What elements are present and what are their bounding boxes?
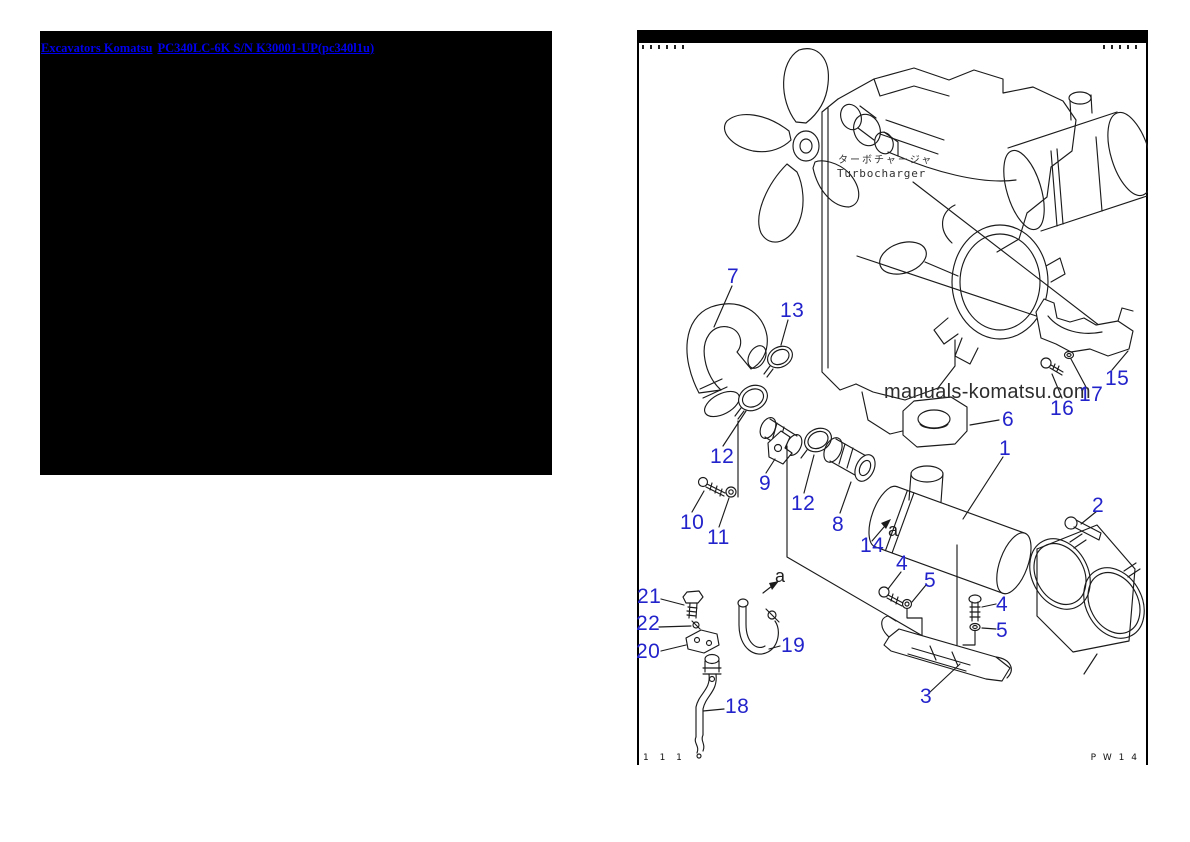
ref-letter-a-bottom: a <box>775 566 786 586</box>
view-a-arrow-mid <box>871 519 891 542</box>
callout-17: 17 <box>1079 383 1104 406</box>
part-4-bolt-right <box>968 594 997 622</box>
callout-12-lower: 12 <box>791 492 816 515</box>
page-mark-left: 1 1 1 <box>643 753 686 763</box>
ref-letter-a-mid: a <box>888 520 899 540</box>
callout-2: 2 <box>1092 494 1105 517</box>
muffler <box>1003 91 1148 232</box>
top-left-tick-marks <box>642 45 686 49</box>
part-9-bracket <box>765 430 793 474</box>
part-4-bolt-left <box>878 571 904 607</box>
callout-20: 20 <box>636 640 661 663</box>
breadcrumb: Excavators Komatsu PC340LC-6K S/N K30001-… <box>41 41 379 56</box>
callout-5-left: 5 <box>924 569 937 592</box>
part-1-air-cleaner <box>868 456 1032 656</box>
cooling-fan <box>724 48 860 243</box>
callout-8: 8 <box>832 513 845 536</box>
part-7-elbow-hose <box>686 285 768 418</box>
callout-16: 16 <box>1050 397 1075 420</box>
part-21-bolt <box>660 590 704 619</box>
part-11-washer <box>718 486 737 528</box>
engine-block <box>821 67 1077 435</box>
diagram-left-border <box>637 43 639 765</box>
part-19-tube <box>737 598 781 655</box>
left-black-panel: Excavators Komatsu PC340LC-6K S/N K30001-… <box>40 31 552 475</box>
callout-4-right: 4 <box>996 593 1009 616</box>
part-10-bolt <box>691 476 726 513</box>
part-22-clip <box>658 620 701 630</box>
callout-3: 3 <box>920 685 933 708</box>
callout-18: 18 <box>725 695 750 718</box>
part-6-mount-block <box>902 396 1000 448</box>
part-12-clamp-lower <box>800 427 832 494</box>
turbocharger-label-jp: ターボチャージャ <box>838 155 934 166</box>
top-right-tick-marks <box>1103 45 1141 49</box>
diagram-top-bar <box>637 30 1148 43</box>
engine-parts-drawing <box>658 48 1148 759</box>
part-5-washer-left <box>901 584 927 639</box>
part-3-bracket <box>881 615 1012 694</box>
callout-22: 22 <box>636 612 661 635</box>
part-12-clamp-upper <box>722 384 768 447</box>
part-20-bracket <box>660 629 720 654</box>
part-13-clamp <box>763 319 793 378</box>
breadcrumb-link-model-serial[interactable]: PC340LC-6K S/N K30001-UP(pc340l1u) <box>157 41 375 55</box>
part-17-bolt <box>1040 357 1087 388</box>
part-16-washer <box>1051 350 1075 399</box>
callout-11: 11 <box>707 526 730 549</box>
callout-7: 7 <box>727 265 740 288</box>
page-mark-right: P W 1 4 <box>1090 753 1139 763</box>
turbocharger <box>840 103 1017 182</box>
breadcrumb-link-excavators-komatsu[interactable]: Excavators Komatsu <box>41 41 153 55</box>
part-18-hose <box>694 673 725 759</box>
callout-19: 19 <box>781 634 806 657</box>
callout-6: 6 <box>1002 408 1015 431</box>
callout-14: 14 <box>860 534 885 557</box>
callout-15: 15 <box>1105 367 1130 390</box>
callout-21: 21 <box>637 585 662 608</box>
callout-1: 1 <box>999 437 1012 460</box>
callout-5-right: 5 <box>996 619 1009 642</box>
callout-9: 9 <box>759 472 772 495</box>
part-8-connector <box>823 437 876 514</box>
part-5-washer-right <box>962 622 997 646</box>
turbocharger-label-en: Turbocharger <box>837 167 927 180</box>
part-15-bracket <box>1035 298 1134 371</box>
part-2-band-clamps <box>1029 510 1145 675</box>
callout-12-upper: 12 <box>710 445 735 468</box>
drain-valve-fitting <box>702 653 722 683</box>
callout-4-left: 4 <box>896 552 909 575</box>
flywheel-housing <box>933 204 1066 365</box>
callout-13: 13 <box>780 299 805 322</box>
callout-10: 10 <box>680 511 705 534</box>
diagram-right-border <box>1146 43 1148 765</box>
parts-diagram-panel: 1 1 1 P W 1 4 <box>637 30 1148 765</box>
view-a-arrow-bottom <box>762 581 779 594</box>
watermark: manuals-komatsu.com <box>884 381 1091 403</box>
fold-leader-lines <box>737 420 958 657</box>
